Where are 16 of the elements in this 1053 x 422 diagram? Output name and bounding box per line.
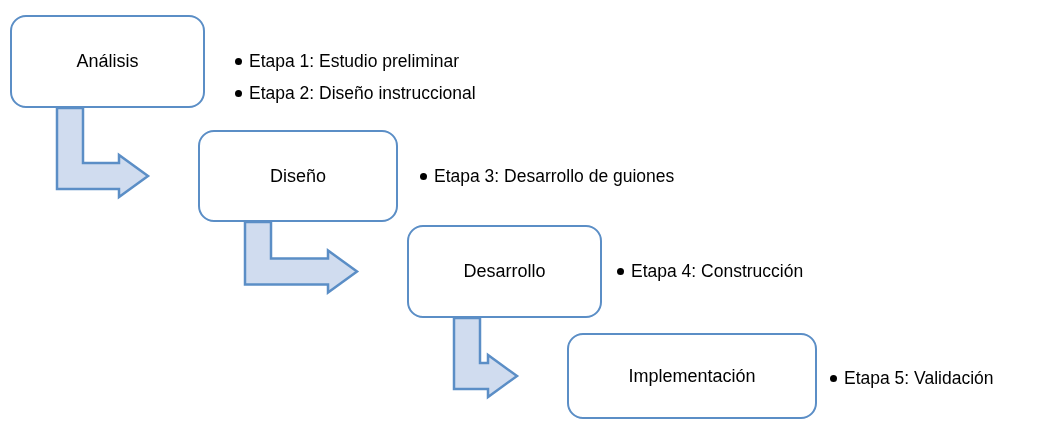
bullet-text: Etapa 1: Estudio preliminar: [235, 45, 476, 77]
bullet-text: Etapa 3: Desarrollo de guiones: [420, 160, 675, 192]
rounded-box: [407, 225, 602, 318]
bent-block-arrow: [243, 220, 360, 295]
bullet-text: Etapa 4: Construcción: [617, 255, 804, 287]
box-label: Análisis: [76, 51, 139, 72]
box-label: Diseño: [270, 165, 326, 187]
bullet-text: Etapa 2: Diseño instruccional: [235, 77, 476, 109]
rounded-box: [567, 333, 817, 419]
bent-block-arrow: [452, 316, 520, 400]
box-label: Implementación: [628, 365, 756, 387]
rounded-box: [10, 15, 205, 108]
bullet-text: Etapa 5: Validación: [830, 362, 994, 394]
box-label: Desarrollo: [463, 261, 546, 282]
rounded-box: [198, 130, 398, 222]
bent-block-arrow: [55, 106, 151, 200]
